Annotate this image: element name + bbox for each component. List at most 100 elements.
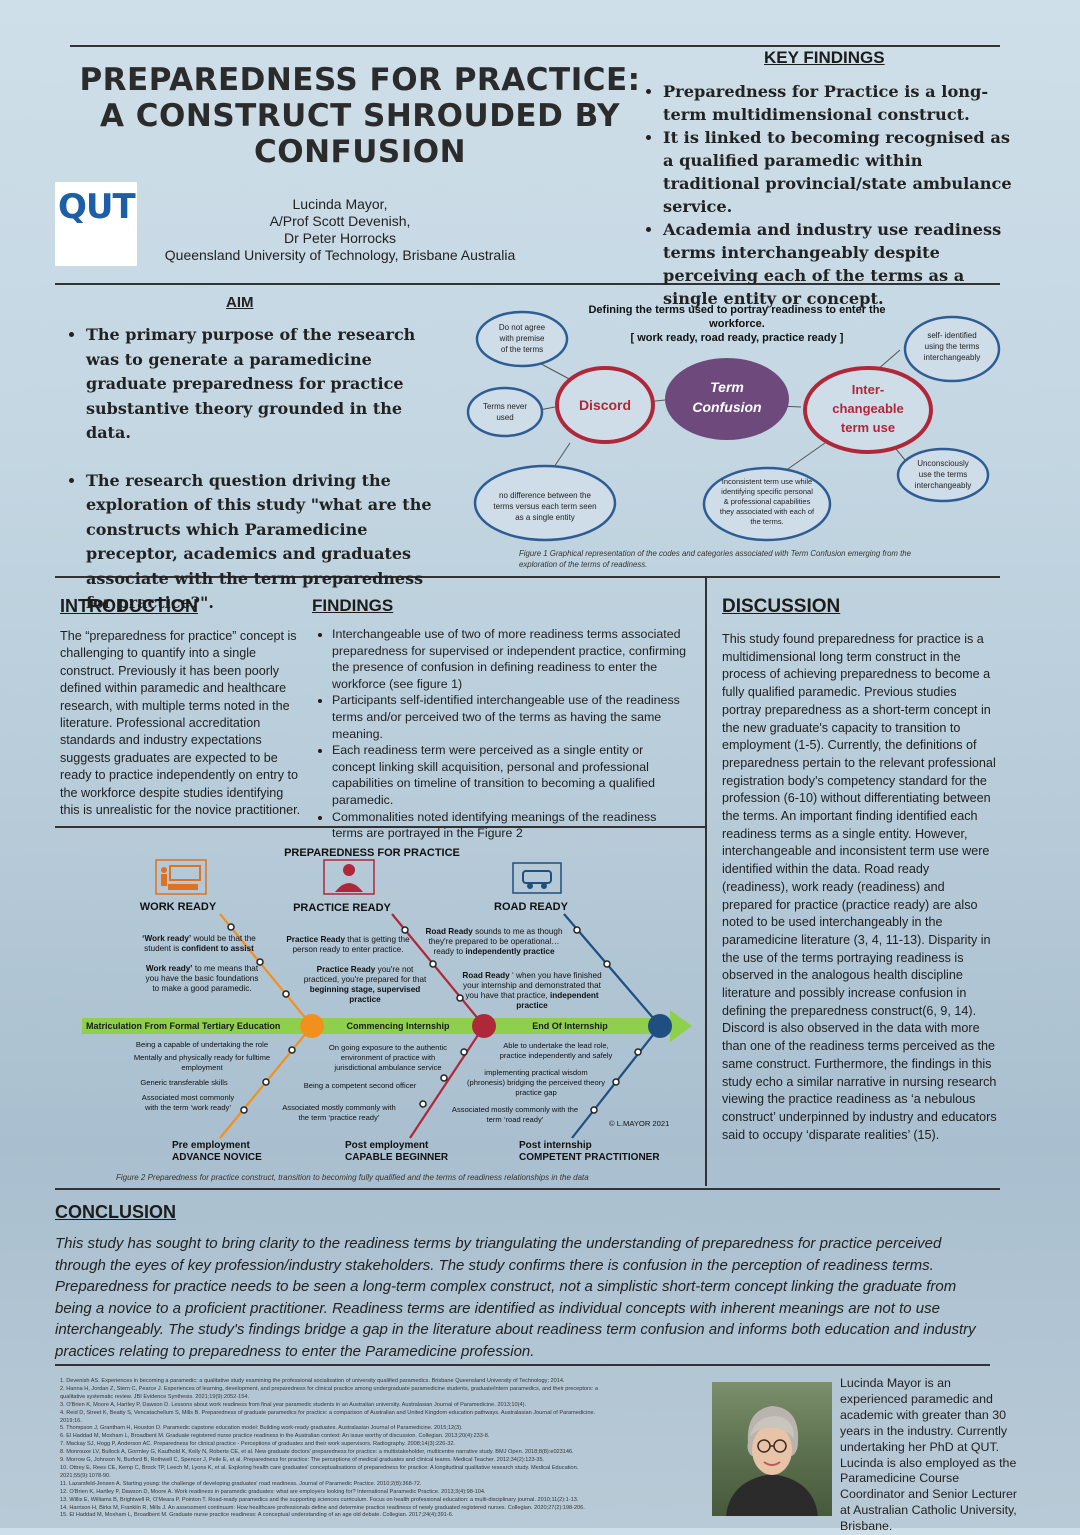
reference-item: 15. El Haddad M, Moxham L, Broadbent M. … <box>60 1512 454 1519</box>
affiliation: Queensland University of Technology, Bri… <box>164 247 516 263</box>
reference-item: 13. Willis E, Williams B, Brightwell R, … <box>60 1496 579 1503</box>
bubble-do-not-agree-3: of the terms <box>501 345 543 354</box>
fig1-title-2: workforce. <box>708 318 765 330</box>
reference-item: 1. Devenish AS. Experiences in becoming … <box>60 1378 565 1384</box>
pr-quote-1-line-1: Practice Ready that is getting the <box>286 935 410 944</box>
term-confusion-label-2: Confusion <box>692 399 761 415</box>
discord-label: Discord <box>579 397 631 413</box>
author-3: Dr Peter Horrocks <box>283 230 397 246</box>
bubble-terms-never-1: Terms never <box>483 402 527 411</box>
bubble-no-difference-3: as a single entity <box>515 513 575 522</box>
timeline-stage-2: Commencing Internship <box>346 1021 450 1031</box>
conclusion-heading: CONCLUSION <box>55 1202 176 1222</box>
bubble-do-not-agree-1: Do not agree <box>499 323 546 332</box>
post-employment-item-1c: jurisdictional ambulance service <box>333 1063 441 1072</box>
bubble-do-not-agree <box>475 310 569 368</box>
post-employment-item-2: Being a competent second officer <box>304 1081 417 1090</box>
bubble-self-identified-1: self- identified <box>927 331 976 340</box>
reference-item: 4. Reid D, Street K, Beatty S, Vencatach… <box>60 1409 596 1416</box>
wr-quote-2-line-3: to make a good paramedic. <box>152 984 251 993</box>
post-employment-item-3: Associated mostly commonly with <box>282 1103 396 1112</box>
stage-2-label-a: Post employment <box>345 1140 429 1151</box>
bubble-unconsciously-3: interchangeably <box>915 481 971 490</box>
interchangeable-label-1: Inter- <box>852 382 885 397</box>
reference-item: 9. Morrow G, Johnson N, Burford B, Rothw… <box>60 1457 545 1464</box>
bubble-no-difference <box>473 464 617 542</box>
reference-item: 7. Mackay SJ, Hogg P, Anderson AC. Prepa… <box>60 1441 455 1448</box>
bubble-unconsciously-1: Unconsciously <box>917 459 969 468</box>
findings-heading: FINDINGS <box>312 596 394 615</box>
rr-quote-2-line-1: Road Ready ‘ when you have finished <box>462 971 602 980</box>
reference-item: 2019;16. <box>60 1417 82 1424</box>
pr-quote-2-line-2: practiced, you're prepared for that <box>304 975 427 984</box>
timeline-stage-3: End Of Internship <box>532 1021 608 1031</box>
rule-above-references <box>55 1364 990 1366</box>
pre-employment-item-4b: with the term ‘work ready’ <box>144 1103 231 1112</box>
bubble-inconsistent-1: Inconsistent term use while <box>722 477 812 486</box>
fig1-title-3: [ work ready, road ready, practice ready… <box>631 332 844 344</box>
bubble-terms-never-2: used <box>496 413 513 422</box>
post-employment-item-1: On going exposure to the authentic <box>329 1043 447 1052</box>
rule-below-aim <box>55 576 1000 578</box>
reference-item: 5. Thompson J, Grantham H, Houston D. Pa… <box>60 1425 463 1432</box>
pre-employment-item-3: Generic transferable skills <box>140 1078 228 1087</box>
introduction-heading: INTRODUCTION <box>60 596 198 616</box>
author-portrait <box>726 1406 818 1516</box>
bubble-self-identified-3: interchangeably <box>924 353 980 362</box>
key-findings: Preparedness for Practice is a long-term… <box>645 80 1015 310</box>
pr-quote-2-line-3: beginning stage, supervised <box>310 985 421 994</box>
reference-item: 6. El Haddad M, Moxham L, Broadbent M. G… <box>60 1433 490 1440</box>
teacher-icon <box>155 859 207 895</box>
discussion-heading: DISCUSSION <box>722 596 841 617</box>
bubble-unconsciously <box>896 447 990 503</box>
author-photo <box>712 1382 832 1516</box>
term-confusion-ellipse <box>665 358 789 440</box>
fig2-caption: Figure 2 Preparedness for practice const… <box>116 1173 589 1182</box>
finding-4: Commonalities noted identifying meanings… <box>332 809 690 842</box>
bubble-self-identified-2: using the terms <box>925 342 980 351</box>
fig1-title-1: Defining the terms used to portray readi… <box>588 304 885 316</box>
author-2: A/Prof Scott Devenish, <box>269 213 411 229</box>
bubble-inconsistent-5: the terms. <box>750 517 783 526</box>
bubble-no-difference-1: no difference between the <box>499 491 591 500</box>
title-line-3: CONFUSION <box>253 134 467 170</box>
pre-employment-item-1: Being a capable of undertaking the role <box>136 1040 268 1049</box>
aim-heading: AIM <box>226 294 254 311</box>
finding-1: Interchangeable use of two of more readi… <box>332 626 690 692</box>
top-rule <box>70 45 1000 47</box>
post-employment-item-1b: environment of practice with <box>341 1053 436 1062</box>
reference-item: 10. Ottrey E, Rees CE, Kemp C, Brock TP,… <box>60 1464 579 1471</box>
post-internship-item-3: Associated mostly commonly with the <box>452 1105 578 1114</box>
bubble-unconsciously-2: use the terms <box>919 470 967 479</box>
aim-item-1: The primary purpose of the research was … <box>86 323 441 446</box>
timeline-stage-1: Matriculation From Formal Tertiary Educa… <box>86 1021 280 1031</box>
author-bio: Lucinda Mayor is an experienced paramedi… <box>840 1376 1018 1534</box>
rr-quote-1-line-1: Road Ready sounds to me as though <box>426 927 563 936</box>
author-list: Lucinda Mayor, A/Prof Scott Devenish, Dr… <box>150 196 530 264</box>
bubble-terms-never-used <box>466 386 544 438</box>
reference-item: 2. Hanna H, Jordan Z, Stern C, Pearce J.… <box>60 1385 598 1392</box>
wr-quote-2-line-1: Work ready’ to me means that <box>146 964 259 973</box>
qut-logo: QUT <box>55 182 137 266</box>
qut-logo-text: QUT <box>58 187 136 227</box>
pr-quote-1-line-2: person ready to enter practice. <box>292 945 403 954</box>
bubble-no-difference-2: terms versus each term seen <box>493 502 596 511</box>
post-internship-item-2c: practice gap <box>515 1088 556 1097</box>
rr-quote-1-line-3: ready to independently practice <box>433 947 554 956</box>
conclusion-text: This study has sought to bring clarity t… <box>55 1235 976 1360</box>
copyright-label: © L.MAYOR 2021 <box>609 1119 669 1128</box>
post-internship-item-2b: (phronesis) bridging the perceived theor… <box>467 1078 605 1087</box>
key-finding-2: It is linked to becoming recognised as a… <box>663 126 1015 218</box>
rr-quote-2-line-3: you have that practice, independent <box>465 991 599 1000</box>
post-internship-item-1: Able to undertake the lead role, <box>503 1041 609 1050</box>
stage-1-label-b: ADVANCE NOVICE <box>172 1152 262 1163</box>
finding-2: Participants self-identified interchange… <box>332 692 690 742</box>
ambulance-icon <box>512 862 562 894</box>
pre-employment-item-2: Mentally and physically ready for fullti… <box>134 1053 270 1062</box>
doctor-icon <box>323 859 375 895</box>
references-list: 1. Devenish AS. Experiences in becoming … <box>60 1378 700 1520</box>
rr-quote-2-line-4: practice <box>516 1001 548 1010</box>
rule-below-header <box>55 283 1000 285</box>
post-internship-item-3b: term ‘road ready’ <box>487 1115 544 1124</box>
practice-ready-label: PRACTICE READY <box>293 902 391 914</box>
